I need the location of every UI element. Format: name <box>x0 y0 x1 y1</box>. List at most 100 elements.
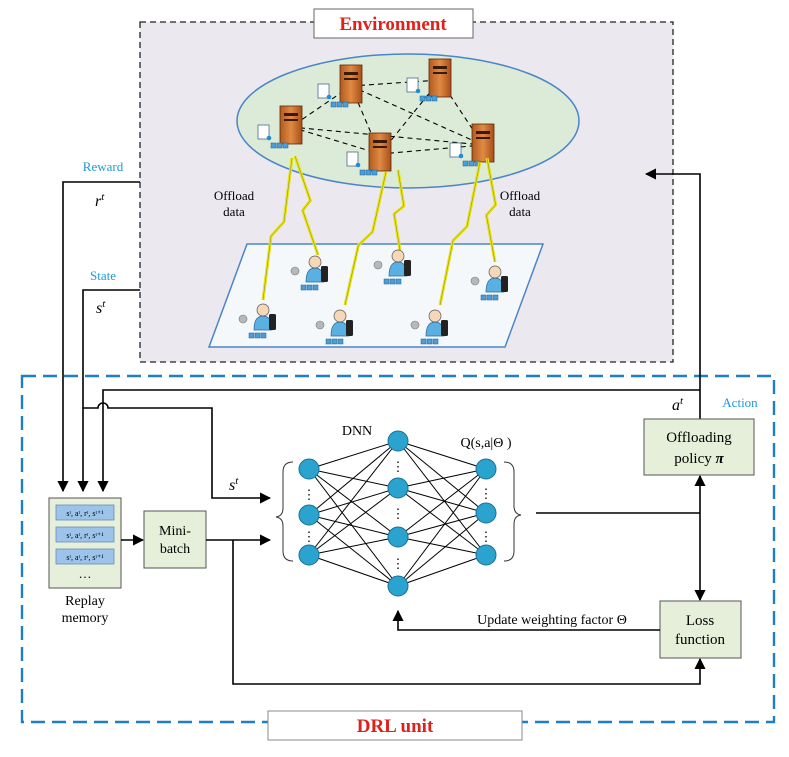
minibatch-box <box>143 510 207 569</box>
state-to-dnn-arrow <box>83 402 272 504</box>
dnn-neuron <box>298 504 320 526</box>
dnn-neuron <box>387 477 409 499</box>
cpu-chip-icon <box>325 338 332 345</box>
replay-memory-label-line2: memory <box>62 611 109 626</box>
server-link <box>350 79 441 87</box>
user-head-icon <box>488 265 502 279</box>
edge-server <box>317 64 363 108</box>
server-slot <box>344 72 358 75</box>
data-coins-icon <box>373 260 383 270</box>
offload-data-left-line1: Offload <box>214 188 255 203</box>
cpu-chip-icon <box>306 284 313 291</box>
drl-unit-title-box <box>267 710 523 741</box>
dnn-neuron <box>387 430 409 452</box>
task-dot <box>458 153 464 159</box>
mobile-user <box>373 249 411 285</box>
dnn-neuron <box>475 502 497 524</box>
dnn-edge <box>308 440 399 556</box>
dnn-neuron <box>475 458 497 480</box>
dnn-ellipsis: ⋮ <box>480 529 493 544</box>
phone-icon <box>441 320 448 336</box>
cpu-chip-icon <box>260 332 267 339</box>
cpu-chip-icon <box>486 294 493 301</box>
environment-title-box <box>313 8 474 39</box>
server-slot <box>433 72 447 74</box>
wireless-link-outline <box>344 171 387 306</box>
server-slot <box>344 78 358 80</box>
wireless-link-outline <box>486 157 496 263</box>
dnn-edge <box>397 468 487 489</box>
phone-icon <box>346 320 353 336</box>
cpu-chip-icon <box>431 95 438 102</box>
minibatch-label-line2: batch <box>160 542 190 557</box>
server-slot <box>284 119 298 121</box>
cpu-chip-icon <box>420 338 427 345</box>
server-slot <box>373 140 387 143</box>
task-dot <box>326 94 332 100</box>
edge-server <box>406 58 452 102</box>
replay-memory-row-1-text: sᵗ, aᵗ, rᵗ, sᵗ⁺¹ <box>66 509 104 518</box>
dnn-edge <box>308 468 399 587</box>
wireless-link-outline <box>393 169 405 251</box>
server-link <box>350 85 484 146</box>
dnn-neuron <box>387 575 409 597</box>
server-tower-icon <box>279 105 303 145</box>
dnn-ellipsis: ⋮ <box>480 486 493 501</box>
cpu-chip-icon <box>254 332 261 339</box>
replay-memory-row-2-text: sᵗ, aᵗ, rᵗ, sᵗ⁺¹ <box>66 531 104 540</box>
data-coins-icon <box>290 266 300 276</box>
q-function-label: Q(s,a|Θ ) <box>460 436 511 451</box>
cpu-chip-icon <box>337 338 344 345</box>
dnn-output-brace <box>503 461 522 562</box>
offloading-policy-box <box>643 418 755 476</box>
replay-memory-row-1 <box>55 504 115 521</box>
dnn-edge <box>397 440 487 514</box>
phone-icon <box>321 266 328 282</box>
dnn-edge <box>308 554 399 587</box>
dnn-input-symbol: st <box>229 475 239 494</box>
wireless-link-outline <box>294 155 319 256</box>
dnn-edge <box>397 468 487 587</box>
offload-data-right-line2: data <box>509 204 531 219</box>
state-arrow <box>77 289 140 493</box>
mobile-user <box>290 255 328 291</box>
cpu-chip-icon <box>462 160 469 167</box>
dnn-neurons <box>298 430 497 597</box>
cpu-chip-icon <box>359 169 366 176</box>
cpu-chip-icon <box>331 338 338 345</box>
phone-icon <box>501 276 508 292</box>
edge-servers <box>257 58 495 176</box>
cpu-chip-icon <box>389 278 396 285</box>
edge-server <box>449 123 495 167</box>
wireless-links <box>261 155 498 306</box>
wireless-link-outline <box>262 157 293 301</box>
user-head-icon <box>256 303 270 317</box>
phone-icon <box>404 260 411 276</box>
offloading-policy-label-line2: policy π <box>674 451 724 467</box>
data-coins-icon <box>238 314 248 324</box>
reward-symbol: rt <box>95 191 105 210</box>
dnn-edge <box>308 514 399 538</box>
cpu-chip-icon <box>480 294 487 301</box>
dnn-input-brace <box>275 461 294 562</box>
task-list-icon <box>317 83 330 99</box>
dnn-edge <box>308 514 399 587</box>
dnn-edge <box>308 536 399 556</box>
dnn-edge <box>308 468 399 538</box>
dnn-label: DNN <box>342 424 372 439</box>
task-dot <box>355 162 361 168</box>
action-to-memory-arrow <box>97 389 700 493</box>
dnn-edge <box>397 487 487 556</box>
cpu-chip-icon <box>330 101 337 108</box>
dnn-neuron <box>298 458 320 480</box>
cpu-chip-icon <box>419 95 426 102</box>
cpu-chip-icon <box>282 142 289 149</box>
data-coins-icon <box>315 320 325 330</box>
mobile-user <box>410 309 448 345</box>
data-coins-icon <box>470 276 480 286</box>
cpu-chip-icon <box>383 278 390 285</box>
task-list-icon <box>257 124 270 140</box>
server-tower-icon <box>428 58 452 98</box>
dnn-neuron <box>387 526 409 548</box>
dnn-neuron <box>475 544 497 566</box>
